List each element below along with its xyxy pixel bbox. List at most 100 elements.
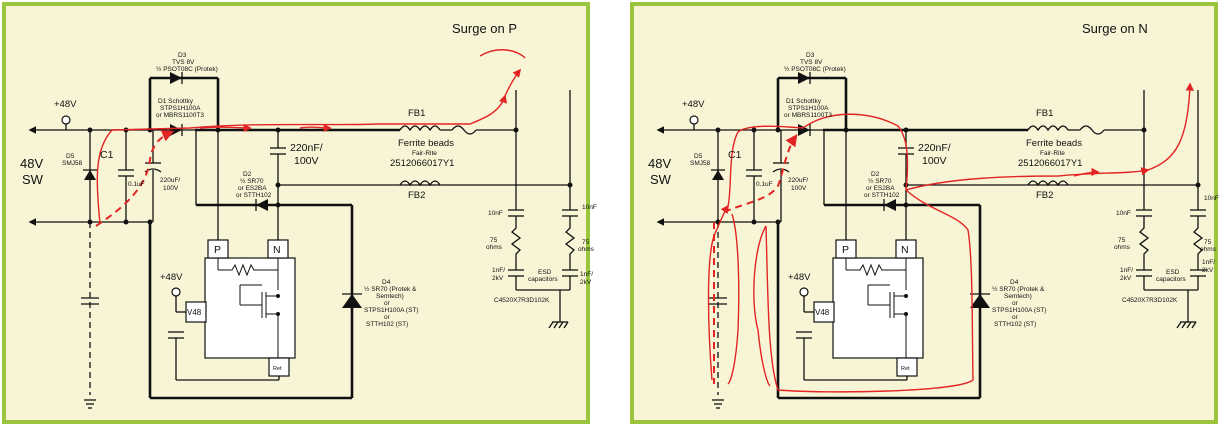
label-c-1nf: 2kV — [492, 275, 504, 282]
label-r75: ohms — [486, 244, 503, 251]
label-ferrite: Ferrite beads — [398, 138, 454, 149]
label-sw: SW — [22, 172, 44, 187]
label-c1: C1 — [728, 149, 742, 161]
label-c-220uf: 100V — [163, 185, 179, 192]
label-d5: D5 — [694, 153, 703, 160]
label-r75: ohms — [578, 246, 595, 253]
label-plus48-ic: +48V — [160, 272, 183, 283]
surge-path — [727, 213, 740, 385]
label-fb2: FB2 — [408, 190, 425, 201]
label-ret: Ret — [273, 366, 282, 372]
label-d4: D4 — [1010, 279, 1019, 286]
surge-path — [765, 225, 779, 391]
label-d3: D3 — [806, 52, 815, 59]
label-c-10nf: 10nF — [488, 210, 503, 217]
label-c-220uf: 220uF/ — [788, 177, 808, 184]
panel-surge-on-n: Surge on N +48V 48V SW D3 TVS 8V ½ PSOT0… — [632, 4, 1219, 422]
label-c-10nf: 10nF — [1204, 195, 1219, 202]
label-d5: SMJ58 — [62, 160, 83, 167]
surge-path — [96, 94, 507, 225]
label-d1: STPS1H100A — [788, 105, 829, 112]
surge-arrow — [199, 123, 252, 133]
label-sw: SW — [650, 172, 672, 187]
label-d2: or STTH102 — [236, 192, 272, 199]
label-c-01uf: 0.1uF — [128, 181, 145, 188]
label-r75: ohms — [1114, 244, 1131, 251]
label-d4: STTH102 (ST) — [366, 321, 408, 328]
label-c-220nf: 220nF/ — [918, 142, 951, 154]
label-48v: 48V — [648, 156, 671, 171]
surge-arrow — [1073, 167, 1100, 177]
label-d4: or — [1012, 314, 1019, 321]
label-fb1: FB1 — [408, 108, 425, 119]
label-d4: Semtech) — [1004, 293, 1032, 300]
label-d2: ½ SR70 — [868, 177, 892, 185]
label-c-10nf: 10nF — [582, 204, 597, 211]
label-c-1nf: 2kV — [1202, 267, 1214, 274]
surge-path — [727, 125, 804, 207]
label-c-220uf: 220uF/ — [160, 177, 180, 184]
panel-title: Surge on P — [452, 21, 517, 36]
label-fb1: FB1 — [1036, 108, 1053, 119]
surge-path — [802, 113, 909, 191]
label-c-1nf: 2kV — [580, 279, 592, 286]
label-d3: ½ PSOT08C (Protek) — [784, 65, 846, 73]
label-d1: or MBRS1100T3 — [156, 112, 204, 119]
label-fb2: FB2 — [1036, 190, 1053, 201]
surge-arrow — [299, 123, 332, 133]
surge-path — [753, 225, 771, 387]
label-d3: TVS 8V — [800, 59, 823, 66]
label-r75: 75 — [1204, 239, 1212, 246]
panel-title: Surge on N — [1082, 21, 1148, 36]
label-c-1nf: 1nF/ — [1120, 267, 1133, 274]
label-d5: D5 — [66, 153, 75, 160]
label-r75: 75 — [490, 237, 498, 244]
label-d2: or ES2BA — [866, 185, 895, 192]
label-esd: capacitors — [528, 276, 558, 283]
label-ferrite: Fair-Rite — [412, 150, 437, 157]
label-d3: ½ PSOT08C (Protek) — [156, 65, 218, 73]
label-c-220nf: 100V — [922, 155, 947, 167]
label-d2: D2 — [243, 171, 252, 178]
label-d4: or — [1012, 300, 1019, 307]
label-d3: D3 — [178, 52, 187, 59]
label-c-10nf: 10nF — [1116, 210, 1131, 217]
label-ferrite: 2512066017Y1 — [1018, 158, 1082, 169]
surge-path — [707, 204, 729, 381]
label-esd: ESD — [1166, 269, 1180, 276]
label-48v: 48V — [20, 156, 43, 171]
label-c-1nf: 1nF/ — [580, 271, 593, 278]
label-ferrite: 2512066017Y1 — [390, 158, 454, 169]
surge-arrow — [504, 68, 522, 97]
label-ret: Ret — [901, 366, 910, 372]
label-d4: STTH102 (ST) — [994, 321, 1036, 328]
label-d4: Semtech) — [376, 293, 404, 300]
label-pin-p: P — [842, 244, 849, 256]
label-c-220nf: 100V — [294, 155, 319, 167]
label-cap-part: C4520X7R3D102K — [494, 297, 550, 304]
surge-path-dashed — [95, 130, 175, 227]
surge-path — [905, 167, 1150, 191]
label-plus48-top: +48V — [682, 99, 705, 110]
label-c-01uf: 0.1uF — [756, 181, 773, 188]
label-d5: SMJ58 — [690, 160, 711, 167]
label-d4: STPS1H100A (ST) — [364, 307, 419, 314]
label-d4: D4 — [382, 279, 391, 286]
label-esd: ESD — [538, 269, 552, 276]
label-pin-n: N — [901, 244, 909, 256]
surge-path — [479, 49, 526, 59]
label-plus48-top: +48V — [54, 99, 77, 110]
label-cap-part: C4520X7R3D102K — [1122, 297, 1178, 304]
label-d4: or — [384, 314, 391, 321]
label-d1: D1 Schottky — [786, 98, 822, 105]
surge-path — [777, 189, 974, 393]
label-ferrite: Ferrite beads — [1026, 138, 1082, 149]
label-pin-n: N — [273, 244, 281, 256]
label-d4: ½ SR70 (Protek & — [992, 285, 1045, 293]
label-pin-p: P — [214, 244, 221, 256]
label-c1: C1 — [100, 149, 114, 161]
label-v48: V48 — [815, 308, 830, 317]
label-v48: V48 — [187, 308, 202, 317]
label-d4: STPS1H100A (ST) — [992, 307, 1047, 314]
label-c-1nf: 1nF/ — [492, 267, 505, 274]
